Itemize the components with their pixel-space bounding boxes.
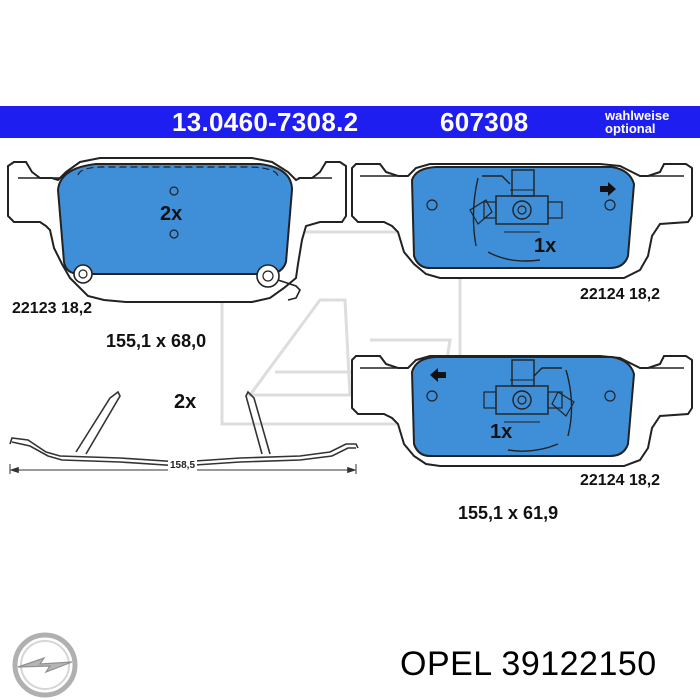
- front-pad-dimensions: 155,1 x 68,0: [106, 331, 207, 351]
- front-pad-label: 22123 18,2: [12, 300, 93, 317]
- brand-name: OPEL: [400, 645, 492, 683]
- footer-part-reference: OPEL 39122150: [400, 646, 657, 682]
- rear-top-label: 22124 18,2: [580, 286, 661, 303]
- oem-part-number: 39122150: [501, 645, 657, 683]
- optional-label-en: optional: [605, 121, 656, 136]
- rear-brake-pad-top: [351, 163, 693, 279]
- rear-bottom-label: 22124 18,2: [580, 472, 661, 489]
- rear-pad-dimensions: 155,1 x 61,9: [458, 503, 559, 523]
- arrow-left-icon: [430, 368, 446, 382]
- spring-length: 158,5: [168, 460, 198, 472]
- front-brake-pad: [7, 157, 347, 303]
- header-banner: 13.0460-7308.2 607308 wahlweise optional: [0, 106, 700, 138]
- rear-brake-pad-bottom: [351, 355, 693, 467]
- arrow-right-icon: [600, 182, 616, 196]
- optional-label-de: wahlweise: [605, 108, 670, 123]
- opel-logo: [12, 632, 78, 698]
- rear-top-quantity: 1x: [534, 235, 557, 257]
- spring-quantity: 2x: [174, 391, 197, 413]
- part-number: 13.0460-7308.2: [172, 107, 359, 137]
- front-pad-quantity: 2x: [160, 203, 183, 225]
- rear-bottom-quantity: 1x: [490, 421, 513, 443]
- short-number: 607308: [440, 107, 529, 137]
